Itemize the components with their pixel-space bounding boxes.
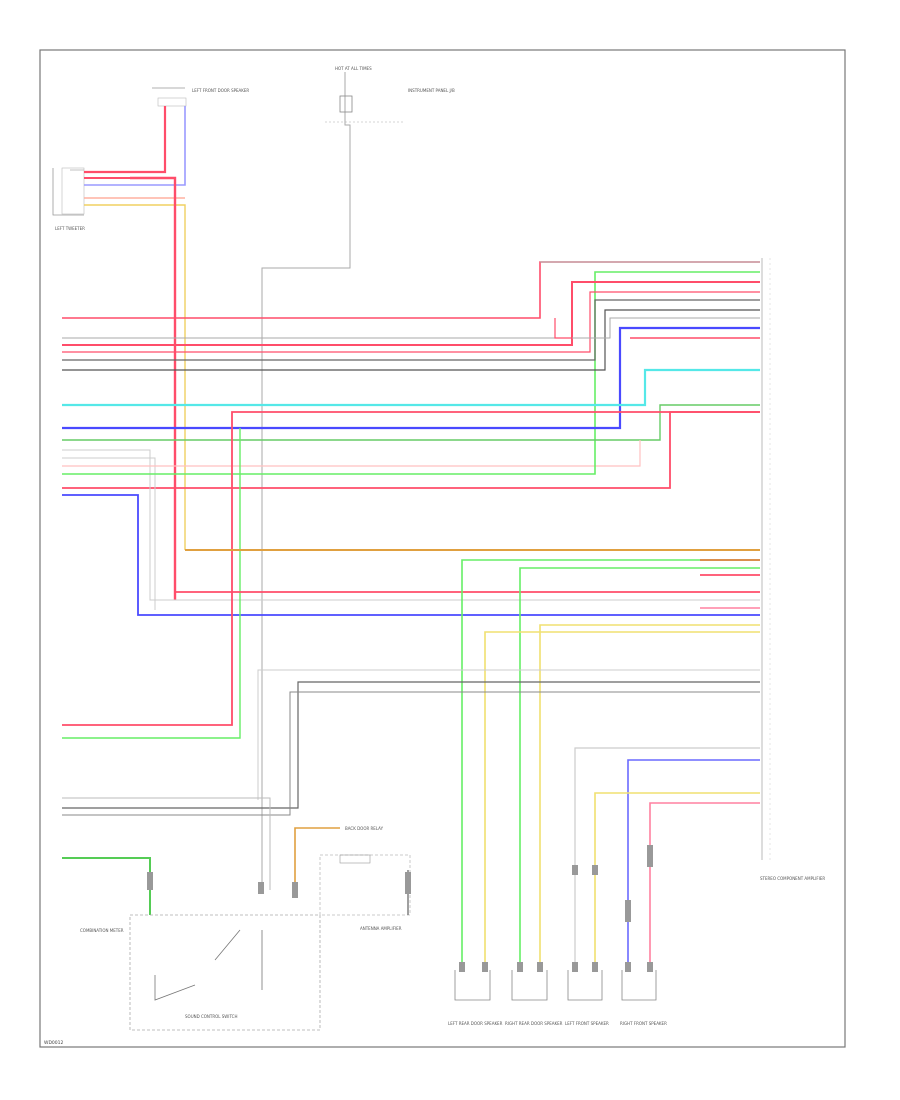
- diagram-code: WD0012: [44, 1040, 64, 1046]
- left-tweeter-block: LEFT TWEETER: [52, 167, 85, 231]
- instrument-panel-fuse-label: INSTRUMENT PANEL J/B: [408, 88, 455, 93]
- fuse-block: HOT AT ALL TIMES INSTRUMENT PANEL J/B: [261, 66, 455, 890]
- right-rear-door-speaker: RIGHT REAR DOOR SPEAKER: [505, 970, 563, 1026]
- diagram-frame: [39, 49, 846, 1048]
- left-front-door-speaker-block: LEFT FRONT DOOR SPEAKER: [152, 87, 249, 107]
- antenna-amplifier-label: ANTENNA AMPLIFIER: [360, 926, 402, 931]
- right-front-speaker: RIGHT FRONT SPEAKER: [620, 970, 667, 1026]
- right-rear-door-speaker-label: RIGHT REAR DOOR SPEAKER: [505, 1021, 563, 1026]
- left-front-speaker: LEFT FRONT SPEAKER: [565, 970, 609, 1026]
- left-rear-door-speaker: LEFT REAR DOOR SPEAKER: [448, 970, 503, 1026]
- left-front-speaker-label: LEFT FRONT SPEAKER: [565, 1021, 609, 1026]
- left-rear-door-speaker-label: LEFT REAR DOOR SPEAKER: [448, 1021, 503, 1026]
- back-door-relay-label: BACK DOOR RELAY: [345, 826, 384, 831]
- back-door-relay: BACK DOOR RELAY ANTENNA AMPLIFIER: [319, 826, 411, 931]
- stereo-component-label: STEREO COMPONENT AMPLIFIER: [760, 876, 825, 881]
- sound-control-switch-label: SOUND CONTROL SWITCH: [185, 1014, 237, 1019]
- right-front-speaker-label: RIGHT FRONT SPEAKER: [620, 1021, 667, 1026]
- stereo-component-connector: STEREO COMPONENT AMPLIFIER: [760, 258, 825, 881]
- hot-at-all-times-label: HOT AT ALL TIMES: [335, 66, 372, 71]
- sound-control-switch: COMBINATION METER SOUND CONTROL SWITCH: [80, 914, 321, 1031]
- speaker-connector-pins: [147, 845, 653, 972]
- left-front-door-speaker-label: LEFT FRONT DOOR SPEAKER: [192, 88, 249, 93]
- left-tweeter-label: LEFT TWEETER: [55, 226, 85, 231]
- combination-meter-label: COMBINATION METER: [80, 928, 124, 933]
